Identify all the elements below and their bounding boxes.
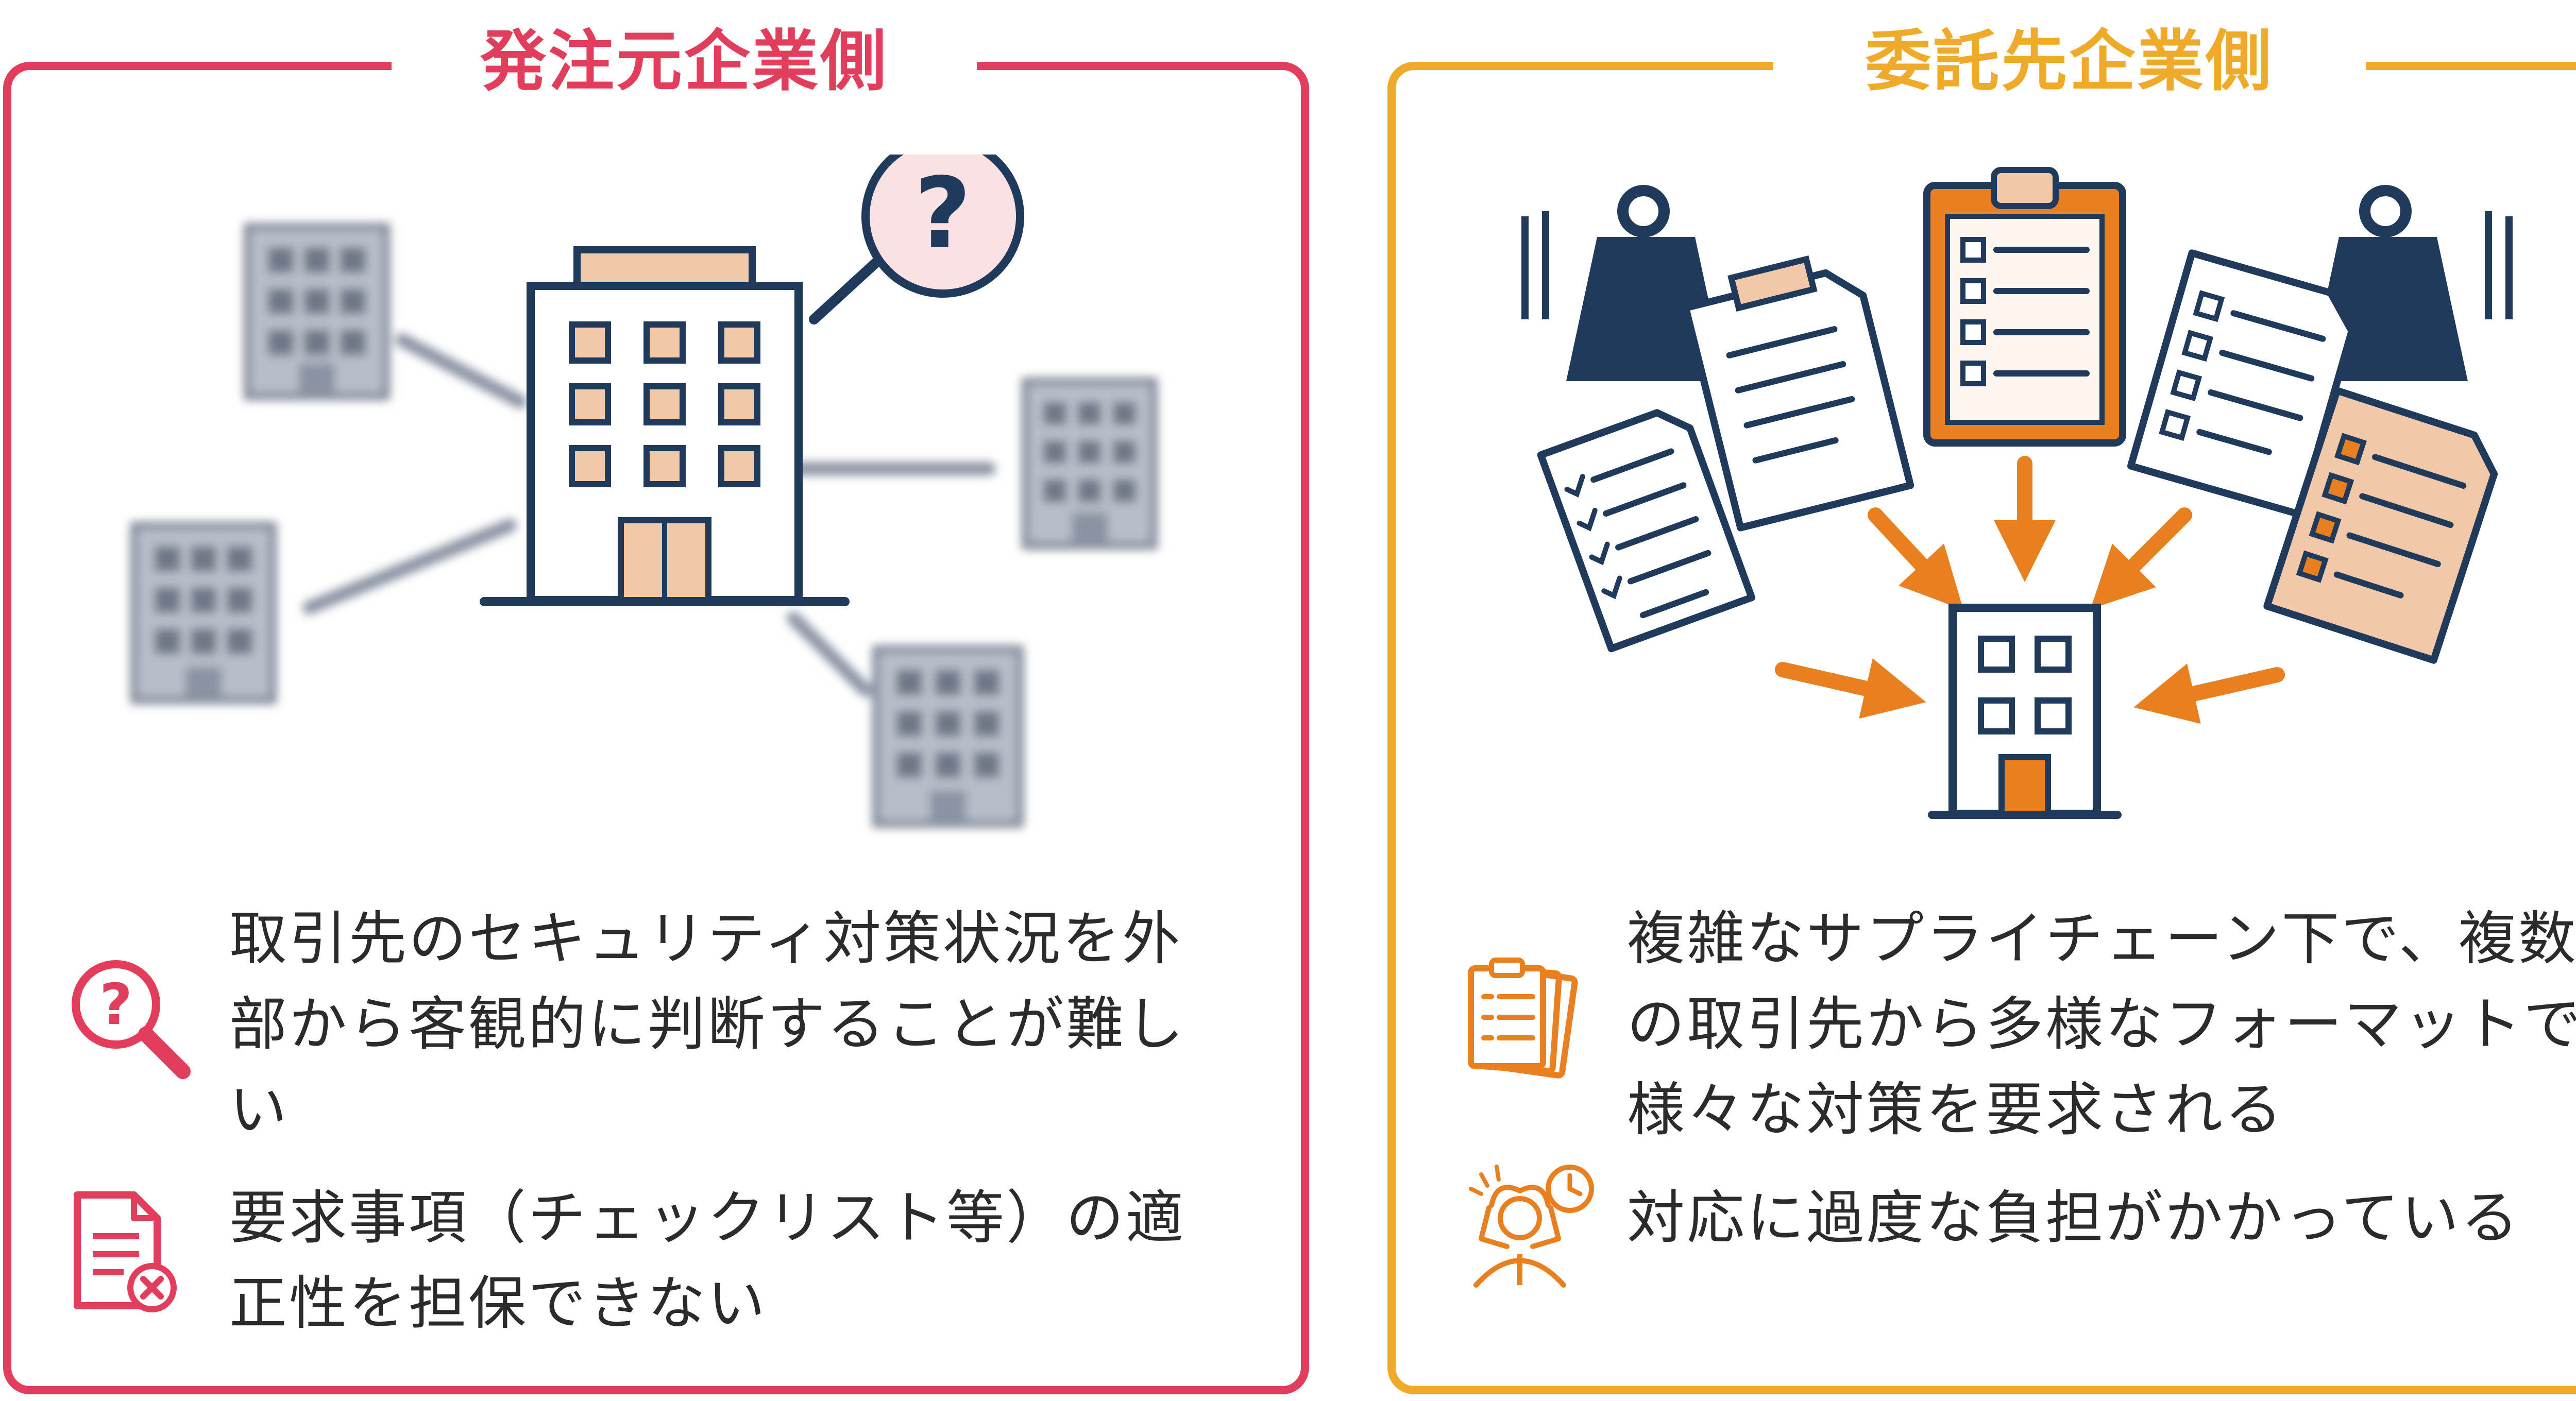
blurred-building-icon [130, 522, 277, 704]
document-x-icon [74, 1191, 177, 1312]
blurred-partner-network [130, 223, 1158, 828]
client-issue-text: 要求事項（チェックリスト等）の適正性を担保できない [229, 1185, 1185, 1337]
stressed-person-clock-icon [1469, 1165, 1594, 1288]
blurred-building-icon [244, 223, 390, 400]
request-arrows [1775, 456, 2285, 724]
clipboard-stack-icon [1468, 958, 1578, 1079]
checklist-document-icon [2127, 249, 2355, 518]
document-icon [1682, 255, 1914, 532]
contractor-building-icon [1928, 604, 2122, 819]
client-building-icon [480, 246, 850, 606]
client-company-title: 発注元企業側 [392, 21, 977, 103]
blurred-building-icon [1022, 378, 1158, 550]
contractor-company-title: 委託先企業側 [1773, 21, 2366, 103]
client-company-illustration: ? [130, 155, 1158, 828]
contractor-company-illustration [1521, 167, 2513, 819]
clipboard-checklist-icon [1923, 167, 2126, 447]
client-issue-text: 取引先のセキュリティ対策状況を外部から客観的に判断することが難しい [229, 905, 1185, 1143]
checklist-document-icon [2263, 387, 2498, 664]
svg-text:?: ? [99, 971, 132, 1037]
contractor-issue-text: 対応に過度な負担がかかっている [1627, 1185, 2521, 1252]
blurred-building-icon [872, 645, 1024, 828]
weight-icon [1521, 185, 1726, 381]
contractor-issue-text: 複雑なサプライチェーン下で、複数の取引先から多様なフォーマットで様々な対策を要求… [1627, 905, 2576, 1143]
magnifier-question-icon: ? [72, 960, 191, 1079]
magnifier-question-icon: ? [809, 155, 1024, 324]
checklist-document-icon [1537, 409, 1755, 653]
svg-text:?: ? [914, 157, 971, 270]
